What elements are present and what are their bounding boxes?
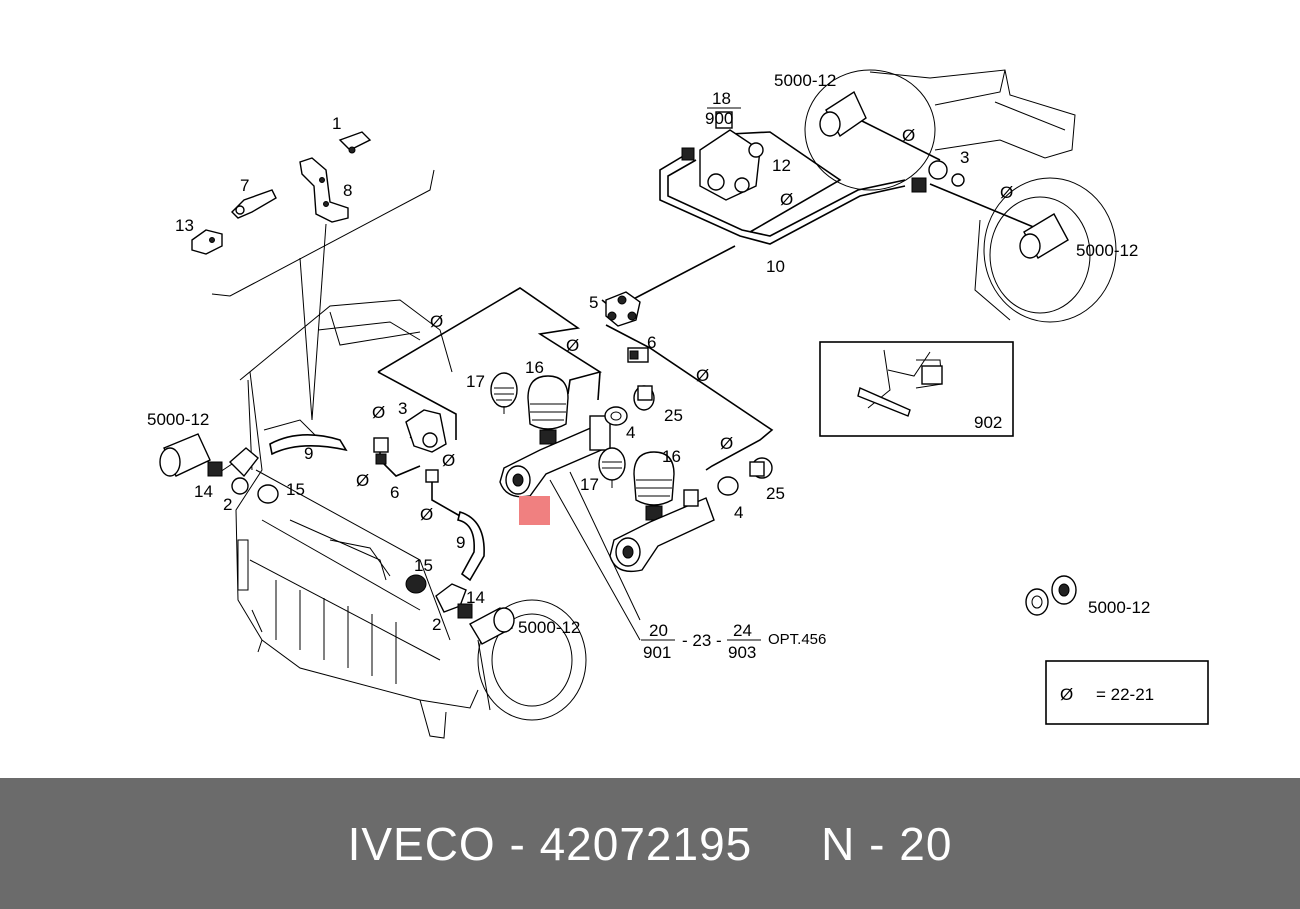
label-2-left: 2 [223,495,232,514]
rear-axle [804,69,1117,323]
label-18: 18 [712,89,731,108]
pipe-symbol-11: Ø [420,505,433,524]
banjo-5000-left [159,433,211,477]
connector-6 [627,347,649,363]
fitting-lower-left [405,574,515,645]
bracket-3-cab [373,409,447,483]
valve-18-900 [681,111,965,201]
banjo-5000-top-right [819,90,867,138]
label-20: 20 [649,621,668,640]
label-7: 7 [240,176,249,195]
pipe-symbols: Ø Ø Ø Ø Ø Ø Ø Ø Ø Ø Ø [356,126,1013,524]
bellows-16-a [527,375,569,445]
truck-cab [235,299,479,739]
label-2-low: 2 [432,615,441,634]
banjo-5000-rear-right [1019,213,1069,259]
pipe-symbol-2: Ø [566,336,579,355]
inset-902 [819,341,1014,437]
label-opt: OPT.456 [768,631,826,648]
label-4-a: 4 [626,423,635,442]
pipe-symbol-9: Ø [442,451,455,470]
label-5000-rr: 5000-12 [1076,241,1138,260]
pipe-symbol-3: Ø [696,366,709,385]
part-7-clip [231,189,277,219]
callout-labels: 1 7 8 13 18 900 12 3 5000-12 5000-12 10 … [147,71,1154,704]
label-8: 8 [343,181,352,200]
legend-symbol: Ø [1060,685,1073,704]
label-14-left: 14 [194,482,213,501]
label-17-b: 17 [580,475,599,494]
pipe-symbol-7: Ø [780,190,793,209]
master-cylinder-b [609,489,715,573]
label-6-mid: 6 [647,333,656,352]
label-4-b: 4 [734,503,743,522]
label-12: 12 [772,156,791,175]
pipe-symbol-8: Ø [372,403,385,422]
label-25-a: 25 [664,406,683,425]
label-9-low: 9 [456,533,465,552]
label-15-top: 15 [286,480,305,499]
fitting-14-2-left [207,447,259,495]
pipe-symbol-6: Ø [1000,183,1013,202]
label-5000-nut: 5000-12 [1088,598,1150,617]
washer-4-b [717,476,739,496]
label-25-b: 25 [766,484,785,503]
label-10: 10 [766,257,785,276]
label-901: 901 [643,643,671,662]
legend-value: = 22-21 [1096,685,1154,704]
label-900: 900 [705,109,733,128]
label-903: 903 [728,643,756,662]
label-24: 24 [733,621,752,640]
footer-bar: IVECO - 42072195 N - 20 [0,778,1300,909]
highlight-marker [519,496,550,525]
breather-17-a [490,372,518,414]
fitting-25-b [749,457,773,479]
pipe-symbol-1: Ø [430,312,443,331]
breather-17-b [598,447,626,488]
part-8-bracket [299,157,349,223]
label-5000-left: 5000-12 [147,410,209,429]
label-5000-tr: 5000-12 [774,71,836,90]
pipe-bundle [219,119,1061,641]
label-3-top: 3 [960,148,969,167]
label-3-cab: 3 [398,399,407,418]
front-wheel [477,599,587,721]
part-1-clip [338,131,372,154]
label-16-b: 16 [662,447,681,466]
pipe-symbol-4: Ø [720,434,733,453]
label-5000-front: 5000-12 [518,618,580,637]
label-902: 902 [974,413,1002,432]
bellows-16-b [633,451,675,521]
pipe-symbol-10: Ø [356,471,369,490]
part-number-caption: IVECO - 42072195 N - 20 [347,817,953,870]
nut-washer [1025,575,1077,616]
legend-box [1045,660,1209,725]
label-17-a: 17 [466,372,485,391]
washer-4-a [604,406,628,426]
label-13: 13 [175,216,194,235]
tee-fitting-5 [605,291,641,327]
label-6-cab: 6 [390,483,399,502]
label-14-low: 14 [466,588,485,607]
master-cylinder-a [499,415,611,498]
label-23: - 23 - [682,631,722,650]
label-15-low: 15 [414,556,433,575]
label-1: 1 [332,114,341,133]
label-9-top: 9 [304,444,313,463]
fitting-25-a [633,385,655,411]
part-13-block [191,229,223,255]
label-16-a: 16 [525,358,544,377]
parts-diagram: Ø Ø Ø Ø Ø Ø Ø Ø Ø Ø Ø [147,69,1209,739]
pipe-symbol-5: Ø [902,126,915,145]
fitting-15-top [257,484,279,504]
label-5: 5 [589,293,598,312]
